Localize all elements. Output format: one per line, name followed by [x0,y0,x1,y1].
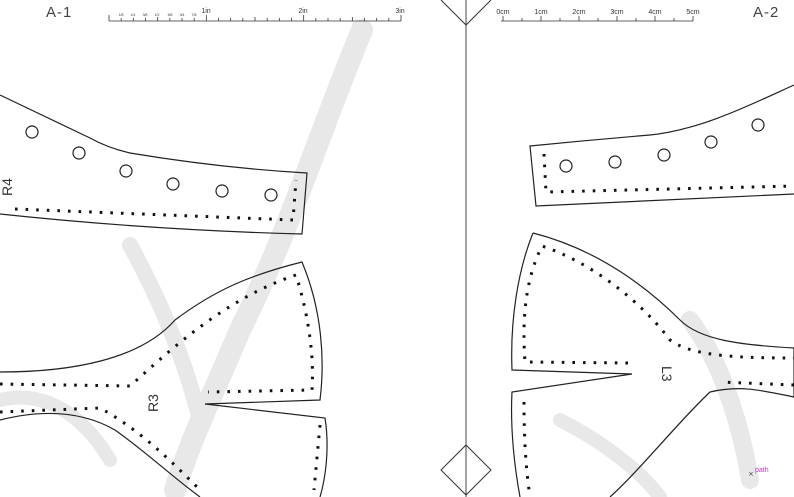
ruler-label-1-2: 1/2 [155,13,160,17]
piece-r4-hole [25,125,39,139]
piece-right-strap-hole [608,155,622,169]
inch-ruler: 1in 2in 3in 1/8 1/4 3/8 1/2 5/8 3/4 7/8 [108,8,405,22]
ruler-label-5-8: 5/8 [168,13,173,17]
watermark [0,19,759,497]
ruler-label-1-8: 1/8 [119,13,124,17]
piece-right-strap-stitch-line [542,153,794,194]
piece-right-strap-hole [657,148,671,162]
ruler-label-1in: 1in [201,8,210,15]
piece-r4-hole [215,184,229,198]
ruler-label-1-4: 1/4 [131,13,136,17]
path-marker: × path [748,467,769,478]
piece-r4-label: R4 [0,178,15,196]
registration-diamond-bottom [440,444,492,496]
ruler-label-5cm: 5cm [686,9,699,16]
ruler-label-7-8: 7/8 [192,13,197,17]
piece-l3-label: L3 [659,366,675,382]
ruler-label-3-4: 3/4 [180,13,185,17]
path-marker-x-icon: × [748,470,754,478]
piece-r4-hole [72,146,86,160]
piece-r4-hole [264,188,278,202]
piece-l3-inner-edge [510,232,633,497]
piece-r4-hole [166,177,180,191]
path-marker-label: path [755,467,769,474]
piece-r3-stitch-lower [0,406,202,492]
ruler-label-4cm: 4cm [648,9,661,16]
ruler-label-2in: 2in [298,8,307,15]
page-label-a1: A-1 [46,4,73,21]
registration-diamond-top [440,0,492,26]
cm-ruler: 0cm 1cm 2cm 3cm 4cm 5cm [496,9,700,22]
piece-r3-stitch-right [312,424,322,491]
piece-r4-stitch-line [14,179,298,222]
ruler-label-3cm: 3cm [610,9,623,16]
ruler-label-2cm: 2cm [572,9,585,16]
piece-r3: R3 [0,261,328,497]
piece-r3-bottom-edge [0,412,201,497]
piece-right-strap-outline [529,84,794,207]
ruler-label-0cm: 0cm [496,9,509,16]
ruler-label-3-8: 3/8 [143,13,148,17]
ruler-label-3in: 3in [395,8,404,15]
piece-r4-outline [0,94,308,235]
ruler-label-1cm: 1cm [534,9,547,16]
piece-right-strap-hole [559,159,573,173]
piece-right-strap-hole [751,118,765,132]
piece-l3-stitch-lower [522,401,532,497]
piece-r4: R4 [0,94,308,235]
piece-l3-stitch-upper [522,244,794,365]
piece-l3-stitch-right [719,380,794,387]
piece-r3-label: R3 [145,394,161,412]
piece-r3-outline [0,261,328,497]
piece-right-strap-hole [704,135,718,149]
piece-r4-hole [119,164,133,178]
piece-right-strap [529,84,794,207]
page-label-a2: A-2 [753,4,780,21]
